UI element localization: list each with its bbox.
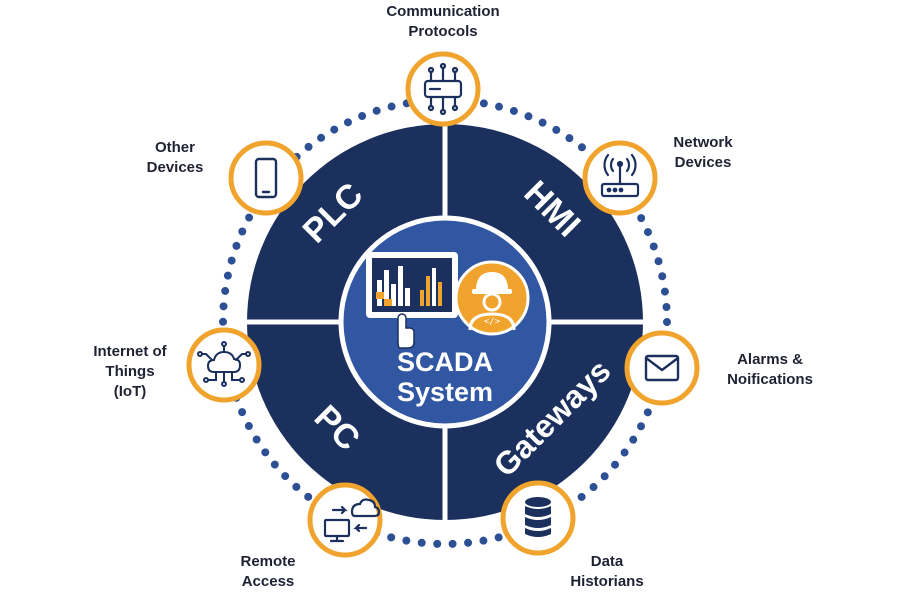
remote-desktop-icon	[323, 498, 381, 543]
node-network-devices	[582, 140, 658, 216]
center-title-line2: System	[397, 377, 493, 407]
cloud-network-icon	[197, 341, 251, 387]
center-title-line1: SCADA	[397, 347, 493, 377]
label-alarms-notifications: Alarms & Noifications	[727, 351, 813, 388]
node-internet-of-things	[186, 327, 262, 403]
node-alarms-notifications	[624, 330, 700, 406]
label-other-devices: Other Devices	[146, 139, 204, 176]
chip-icon	[423, 62, 463, 116]
code-glyph: </>	[484, 317, 501, 327]
label-remote-access: Remote Access	[240, 553, 296, 590]
monitor-chart-icon	[366, 252, 458, 349]
database-icon	[525, 497, 551, 537]
label-network-devices: Network Devices	[673, 134, 733, 171]
smartphone-icon	[254, 157, 278, 199]
router-icon	[600, 153, 640, 198]
node-other-devices	[228, 140, 304, 216]
node-remote-access	[307, 482, 383, 558]
engineer-avatar-icon: </>	[454, 260, 530, 336]
label-communication-protocols: Communication Protocols	[386, 3, 500, 40]
node-communication-protocols	[405, 51, 481, 127]
envelope-icon	[644, 354, 680, 382]
node-data-historians	[500, 480, 576, 556]
label-internet-of-things: Internet of Things (IoT)	[93, 343, 167, 400]
dotted-orbit-ring	[219, 96, 671, 548]
label-data-historians: Data Historians	[570, 553, 644, 590]
